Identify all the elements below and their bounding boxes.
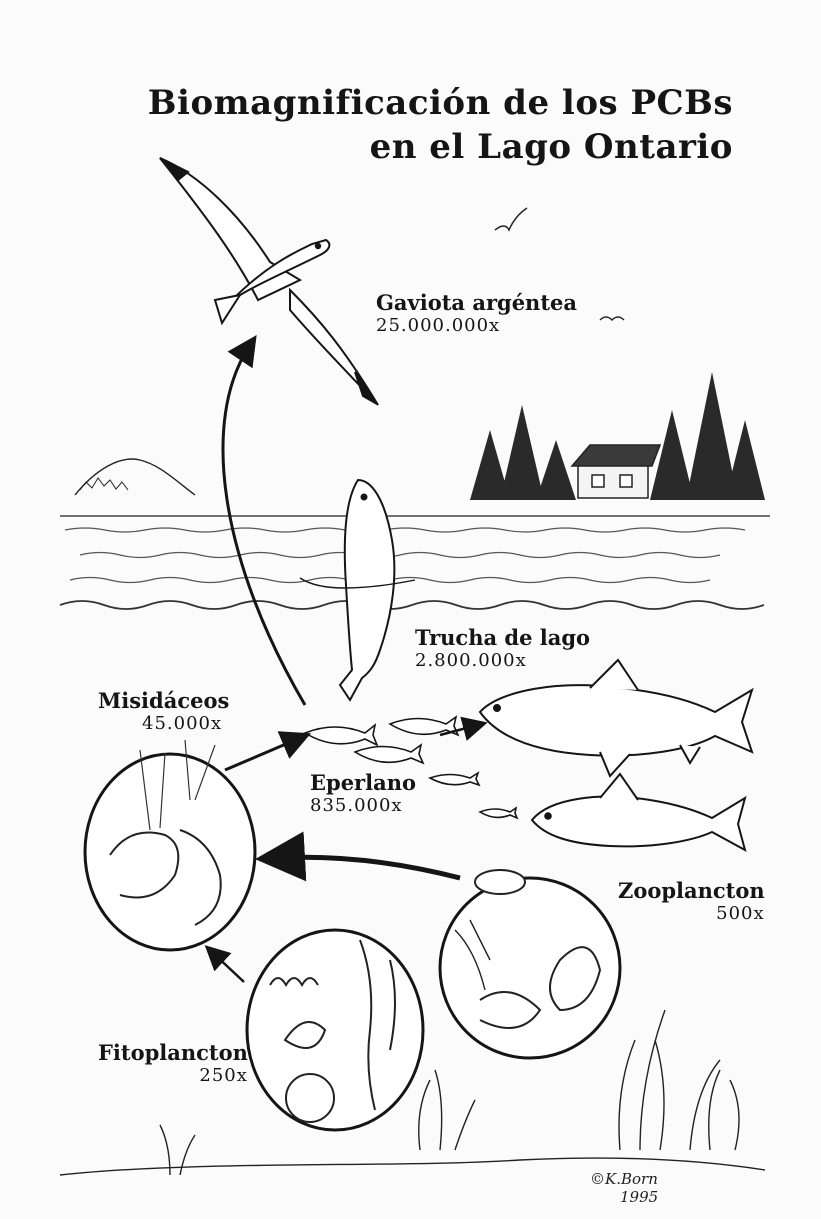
trout-label: Trucha de lago 2.800.000x — [415, 625, 590, 671]
zooplankton-label: Zooplancton 500x — [618, 878, 765, 924]
phytoplankton-circle — [247, 930, 423, 1130]
zooplankton-name: Zooplancton — [618, 878, 765, 903]
title-line-1: Biomagnificación de los PCBs — [148, 82, 733, 124]
artist-signature: ©K.Born 1995 — [590, 1170, 658, 1206]
zooplankton-circle — [440, 870, 620, 1058]
lake-water — [60, 528, 764, 609]
trout-factor: 2.800.000x — [415, 650, 590, 671]
arrow-zoo-to-mysids — [275, 857, 460, 878]
gull-label: Gaviota argéntea 25.000.000x — [376, 290, 577, 336]
arrow-phyto-to-mysids — [212, 952, 244, 982]
smelt-label: Eperlano 835.000x — [310, 770, 416, 816]
signature-year: 1995 — [590, 1188, 658, 1206]
phytoplankton-name: Fitoplancton — [98, 1040, 248, 1065]
trout-name: Trucha de lago — [415, 625, 590, 650]
second-trout-drawing — [532, 774, 745, 850]
arrow-mysids-to-smelt — [225, 738, 300, 770]
signature-name: ©K.Born — [590, 1170, 658, 1188]
phytoplankton-factor: 250x — [98, 1065, 248, 1086]
gull-drawing — [160, 158, 378, 405]
zooplankton-factor: 500x — [618, 903, 765, 924]
smelt-name: Eperlano — [310, 770, 416, 795]
smelt-factor: 835.000x — [310, 795, 416, 816]
mysids-name: Misidáceos — [98, 688, 229, 713]
leaping-trout-drawing — [300, 480, 415, 700]
title-line-2: en el Lago Ontario — [370, 126, 733, 168]
arrow-to-gull — [223, 345, 305, 705]
phytoplankton-label: Fitoplancton 250x — [98, 1040, 248, 1086]
mysids-label: Misidáceos 45.000x — [98, 688, 229, 734]
mysids-circle — [85, 740, 255, 950]
gull-factor: 25.000.000x — [376, 315, 577, 336]
lake-trout-drawing — [480, 660, 752, 776]
mysids-factor: 45.000x — [98, 713, 229, 734]
cabin — [572, 445, 660, 498]
gull-name: Gaviota argéntea — [376, 290, 577, 315]
